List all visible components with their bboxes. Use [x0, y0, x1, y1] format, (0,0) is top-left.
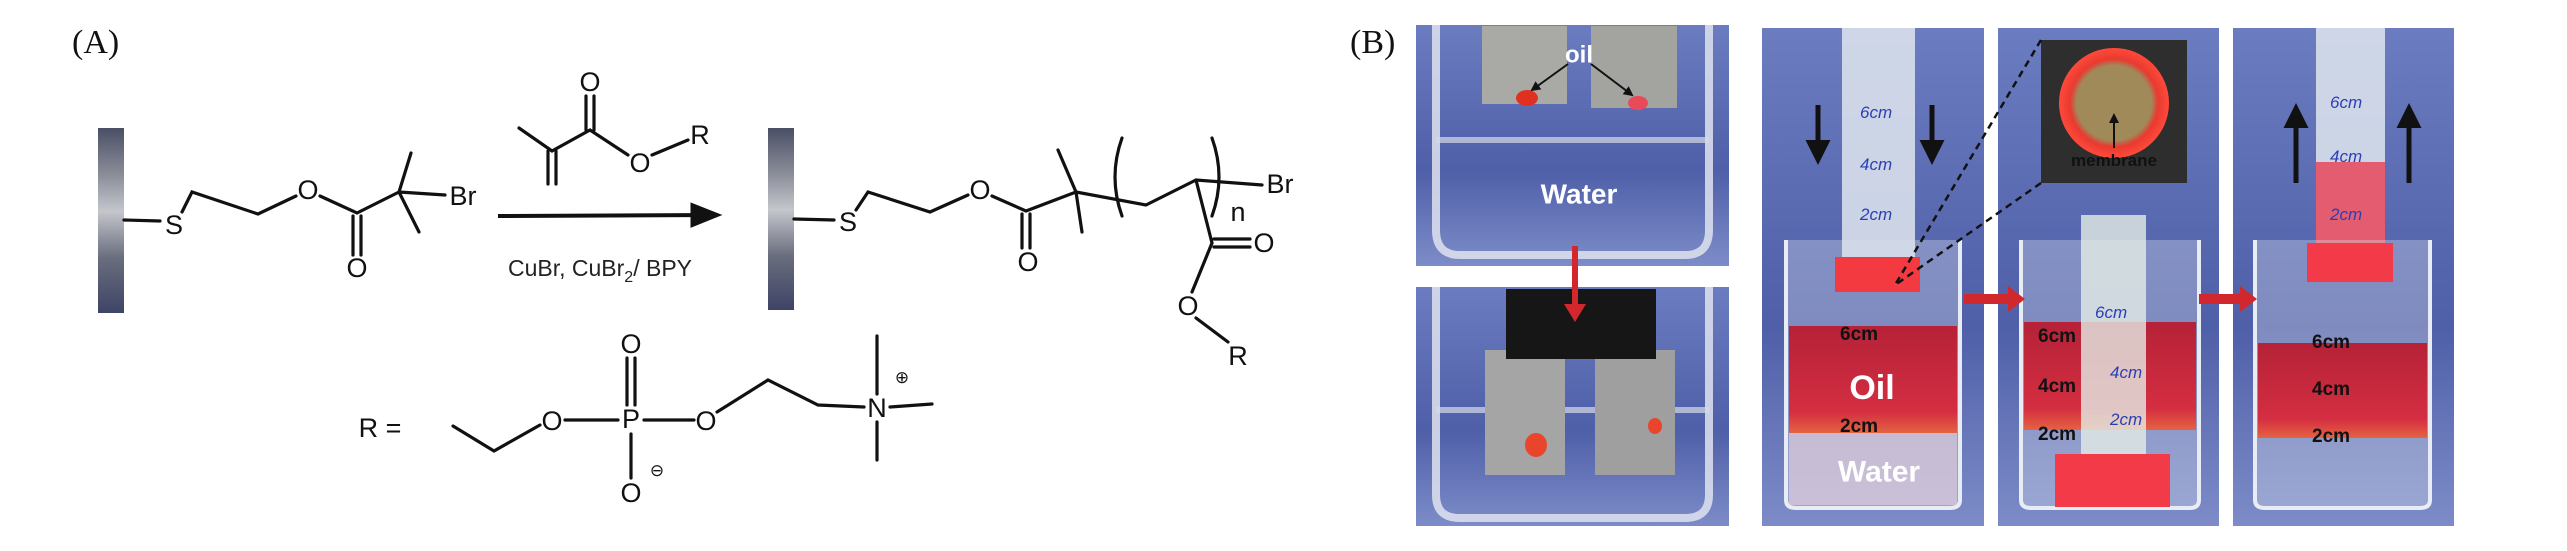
beaker-photo-3: 6cm 4cm 2cm 6cm 4cm 2cm: [2233, 28, 2454, 526]
oil-in-tube: [2316, 162, 2385, 247]
beaker-mark: 6cm: [2038, 326, 2076, 347]
oil-label: oil: [1565, 42, 1593, 69]
tube-mark: 2cm: [2109, 410, 2142, 429]
tube: [2081, 215, 2146, 460]
r-definition-label: R =: [359, 413, 402, 443]
red-cap: [2307, 243, 2393, 282]
initiator-molecule: S O O Br: [98, 128, 477, 313]
tube: [1842, 28, 1915, 263]
beaker-photo-1: 6cm 4cm 2cm 6cm 2cm Oil Water: [1762, 28, 1984, 526]
beaker-mark: 6cm: [1840, 324, 1878, 345]
red-cap: [2055, 454, 2170, 507]
repeat-bracket-open: [1113, 136, 1124, 218]
inset-pointer-line: [1894, 181, 2042, 287]
water-label: Water: [1838, 456, 1921, 489]
panel-a-label: (A): [72, 24, 119, 61]
repeat-count-n: n: [1230, 197, 1245, 227]
tube-mark: 2cm: [1859, 205, 1892, 224]
atom-s: S: [165, 210, 183, 240]
atom-o-top: O: [620, 329, 641, 359]
reaction-arrow: [497, 202, 723, 228]
beaker-mark: 4cm: [2312, 379, 2350, 400]
atom-o-side-carbonyl: O: [1253, 228, 1274, 258]
repeat-bracket-close: [1210, 136, 1221, 218]
beaker-mark: 6cm: [2312, 332, 2350, 353]
tube-mark: 2cm: [2329, 205, 2362, 224]
atom-o2: O: [695, 406, 716, 436]
atom-o-ester: O: [297, 175, 318, 205]
atom-o-bottom: O: [620, 478, 641, 508]
tube-mark: 4cm: [1860, 155, 1892, 174]
tube-mark: 4cm: [2330, 147, 2362, 166]
photo-mesh-underwater-bottom: [1416, 287, 1729, 526]
atom-o-carbonyl: O: [1017, 247, 1038, 277]
negative-charge-icon: ⊖: [650, 461, 664, 481]
positive-charge-icon: ⊕: [895, 368, 909, 388]
membrane-label: membrane: [2071, 151, 2157, 170]
atom-p: P: [622, 404, 640, 434]
gold-surface: [768, 128, 794, 310]
water-label: Water: [1541, 179, 1618, 210]
atom-br: Br: [1267, 169, 1294, 199]
oil-label: Oil: [1849, 369, 1894, 407]
reaction-conditions: CuBr, CuBr2/ BPY: [508, 255, 692, 286]
red-arrow-right: [1964, 286, 2025, 312]
tube-mark: 6cm: [2330, 93, 2362, 112]
oil-droplet: [1516, 90, 1538, 106]
red-arrow-right: [2199, 286, 2257, 312]
beaker-mark: 2cm: [1840, 416, 1878, 437]
atom-br: Br: [450, 181, 477, 211]
panel-b-label: (B): [1350, 24, 1395, 61]
gold-surface: [98, 128, 124, 313]
atom-r: R: [1228, 341, 1248, 371]
tube-mark: 6cm: [2095, 303, 2127, 322]
beaker-mark: 4cm: [2038, 376, 2076, 397]
tube-mark: 6cm: [1860, 103, 1892, 122]
atom-r: R: [690, 120, 710, 150]
atom-n: N: [867, 393, 887, 423]
atom-o-carbonyl: O: [579, 67, 600, 97]
red-cap: [1835, 257, 1920, 292]
oil-droplet: [1628, 96, 1648, 110]
pmpc-brush-product: S O O n Br O O R: [768, 128, 1294, 371]
mpc-monomer: O O R: [517, 67, 710, 186]
atom-o-ester: O: [629, 148, 650, 178]
beaker-mark: 2cm: [2038, 424, 2076, 445]
photo-mesh-underwater-top: oil Water: [1416, 25, 1729, 266]
atom-s: S: [839, 207, 857, 237]
tube-mark: 4cm: [2110, 363, 2142, 382]
membrane-inset: membrane: [2041, 40, 2187, 183]
clip: [1506, 289, 1656, 359]
atom-o-ester: O: [969, 175, 990, 205]
atom-o-side-ester: O: [1177, 291, 1198, 321]
phosphorylcholine-r-group: R = O P O O ⊖ O N ⊕: [359, 329, 934, 508]
atom-o-carbonyl: O: [346, 253, 367, 283]
beaker-mark: 2cm: [2312, 426, 2350, 447]
atom-o1: O: [541, 406, 562, 436]
